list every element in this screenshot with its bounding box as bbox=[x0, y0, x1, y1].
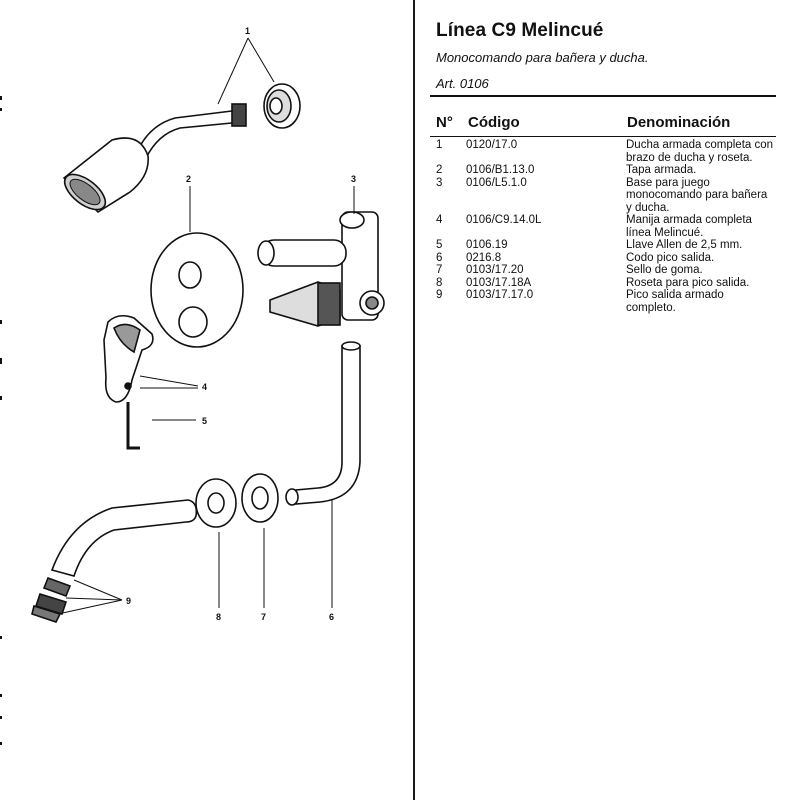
row-name: Base para juego monocomando para bañera … bbox=[626, 176, 768, 214]
row-name: Sello de goma. bbox=[626, 264, 703, 276]
row-name: Codo pico salida. bbox=[626, 251, 715, 264]
header-rule bbox=[430, 95, 776, 97]
column-header-number: N° bbox=[436, 114, 453, 131]
product-title: Línea C9 Melincué bbox=[436, 20, 604, 41]
row-code: 0106.19 bbox=[466, 239, 508, 251]
row-code: 0103/17.20 bbox=[466, 264, 524, 276]
row-name: Manija armada completa línea Melincué. bbox=[626, 214, 752, 239]
callout-3: 3 bbox=[351, 174, 356, 184]
article-number: Art. 0106 bbox=[436, 76, 489, 91]
callout-leaders bbox=[57, 37, 355, 615]
row-code: 0103/17.17.0 bbox=[466, 289, 534, 301]
part-6-spout-elbow bbox=[285, 341, 361, 506]
row-number: 4 bbox=[436, 214, 443, 226]
table-row: 4 0106/C9.14.0L Manija armada completa lín… bbox=[436, 214, 778, 239]
table-row: 9 0103/17.17.0 Pico salida armado completo… bbox=[436, 289, 778, 314]
parts-table-body: 1 0120/17.0 Ducha armada completa con braz… bbox=[436, 139, 778, 314]
row-name: Ducha armada completa con brazo de ducha… bbox=[626, 139, 774, 164]
part-3-valve-base bbox=[257, 211, 385, 327]
table-row: 5 0106.19 Llave Allen de 2,5 mm. bbox=[436, 239, 778, 252]
row-number: 5 bbox=[436, 239, 443, 251]
row-number: 3 bbox=[436, 176, 443, 189]
callout-9: 9 bbox=[126, 596, 131, 606]
part-2-cover-plate bbox=[150, 232, 244, 348]
table-row: 2 0106/B1.13.0 Tapa armada. bbox=[436, 164, 778, 177]
callout-1: 1 bbox=[245, 26, 250, 36]
row-name: Roseta para pico salida. bbox=[626, 276, 750, 289]
row-code: 0120/17.0 bbox=[466, 139, 518, 151]
exploded-parts-drawing: 1 2 3 4 5 6 7 8 9 bbox=[0, 26, 385, 745]
part-8-spout-rosette bbox=[195, 478, 237, 528]
column-header-code: Código bbox=[468, 114, 520, 131]
table-header-rule bbox=[430, 136, 776, 137]
row-code: 0106/B1.13.0 bbox=[466, 164, 535, 176]
row-number: 2 bbox=[436, 164, 443, 176]
row-number: 6 bbox=[436, 251, 443, 264]
row-number: 8 bbox=[436, 276, 443, 289]
row-name: Pico salida armado completo. bbox=[626, 289, 724, 314]
callout-2: 2 bbox=[186, 174, 191, 184]
shower-rosette bbox=[263, 83, 301, 129]
scan-edge-marks bbox=[0, 96, 2, 745]
part-4-lever-handle bbox=[103, 314, 154, 403]
table-row: 3 0106/L5.1.0 Base para juego monocomando … bbox=[436, 177, 778, 215]
part-7-rubber-seal bbox=[241, 473, 279, 523]
callout-6: 6 bbox=[329, 612, 334, 622]
part-1-shower-assembly bbox=[62, 83, 301, 214]
table-row: 6 0216.8 Codo pico salida. bbox=[436, 252, 778, 265]
callout-5: 5 bbox=[202, 416, 207, 426]
table-row: 1 0120/17.0 Ducha armada completa con braz… bbox=[436, 139, 778, 164]
part-9-spout-outlet bbox=[31, 499, 198, 623]
column-divider bbox=[413, 0, 415, 800]
product-subtitle: Monocomando para bañera y ducha. bbox=[436, 50, 649, 65]
row-number: 1 bbox=[436, 139, 443, 151]
row-code: 0106/L5.1.0 bbox=[466, 176, 527, 189]
row-code: 0216.8 bbox=[466, 251, 502, 264]
part-5-allen-key bbox=[126, 402, 140, 450]
row-name: Llave Allen de 2,5 mm. bbox=[626, 239, 743, 251]
callout-8: 8 bbox=[216, 612, 221, 622]
table-row: 8 0103/17.18A Roseta para pico salida. bbox=[436, 277, 778, 290]
callout-4: 4 bbox=[202, 382, 207, 392]
row-number: 9 bbox=[436, 289, 443, 301]
row-number: 7 bbox=[436, 264, 443, 276]
row-code: 0106/C9.14.0L bbox=[466, 214, 542, 226]
row-code: 0103/17.18A bbox=[466, 276, 532, 289]
callout-7: 7 bbox=[261, 612, 266, 622]
shower-head bbox=[62, 137, 149, 214]
column-header-name: Denominación bbox=[627, 114, 731, 131]
table-row: 7 0103/17.20 Sello de goma. bbox=[436, 264, 778, 277]
row-name: Tapa armada. bbox=[626, 164, 697, 176]
